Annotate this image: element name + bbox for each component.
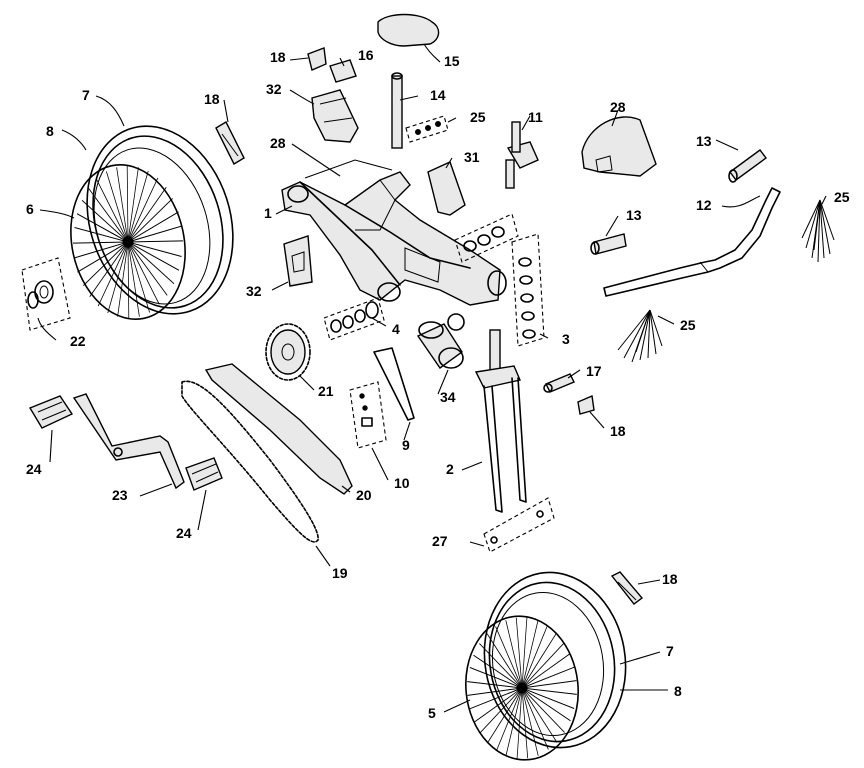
callout-20-chain-guard: 20 <box>356 487 372 503</box>
callout-18-reflector-front: 18 <box>204 91 220 107</box>
callout-12-handlebar: 12 <box>696 197 712 213</box>
seat-clamp <box>329 59 357 83</box>
callout-10-hardware-kit: 10 <box>394 475 410 491</box>
callout-9-crank-axle: 9 <box>402 437 410 453</box>
crank-arm <box>72 393 185 490</box>
callout-34-shell: 34 <box>440 389 456 405</box>
callout-labels: 7 8 6 22 18 32 18 16 15 14 25 11 28 31 2… <box>26 47 850 721</box>
callout-8-rear-tire: 8 <box>674 683 682 699</box>
callout-2-fork: 2 <box>446 461 454 477</box>
callout-24-pedal-left: 24 <box>26 461 42 477</box>
callout-28-frame-plate: 28 <box>270 135 286 151</box>
callout-32-bracket: 32 <box>246 283 262 299</box>
number-plate <box>581 116 657 177</box>
leader-lines <box>37 43 827 713</box>
reflector-bracket-top <box>307 47 327 71</box>
callout-18-reflector-rear: 18 <box>662 571 678 587</box>
rear-wheel-spoked <box>465 615 579 761</box>
headset-bearing-kit <box>511 233 545 347</box>
callout-17-bolt: 17 <box>586 363 602 379</box>
callout-8-front-tire: 8 <box>46 123 54 139</box>
rear-tire <box>483 571 627 749</box>
callout-13-grip-left: 13 <box>626 207 642 223</box>
reflector-fork <box>577 394 595 415</box>
callout-31-plate: 31 <box>464 149 480 165</box>
seat-post <box>391 72 403 149</box>
callout-14-seat-post: 14 <box>430 87 446 103</box>
bearing-cup <box>447 313 465 331</box>
frame-plate <box>427 161 466 216</box>
rear-wheel-assembly <box>461 571 627 767</box>
callout-11-stem: 11 <box>528 109 543 125</box>
callout-19-chain: 19 <box>332 565 348 581</box>
crank-axle <box>373 347 415 421</box>
pedal-left <box>28 395 74 429</box>
bolt-kit-upper <box>405 115 449 143</box>
clamp-bracket <box>283 235 313 287</box>
callout-25-tassel-right: 25 <box>834 189 850 205</box>
drive-chain <box>181 380 319 543</box>
callout-22-bearing-kit: 22 <box>70 333 86 349</box>
brake-bolt <box>543 373 575 393</box>
callout-23-crank-arm: 23 <box>112 487 128 503</box>
axle-nut-kit <box>483 497 555 553</box>
callout-24-pedal-right: 24 <box>176 525 192 541</box>
handlebar-tassel-right <box>801 199 835 263</box>
callout-7-front-rim: 7 <box>82 87 90 103</box>
callout-28-number-plate: 28 <box>610 99 626 115</box>
reflector-front <box>215 121 245 165</box>
handlebar-stem <box>505 121 539 189</box>
callout-3-headset-kit: 3 <box>562 331 570 347</box>
callout-7-rear-rim: 7 <box>666 643 674 659</box>
callout-18-reflector-top: 18 <box>270 49 286 65</box>
front-wheel-spoked <box>70 164 186 320</box>
pedal-right <box>185 457 223 491</box>
crank-hardware-kit <box>349 381 387 449</box>
handlebar-grip-right <box>728 149 767 183</box>
bicycle-seat <box>377 13 440 47</box>
front-hub <box>122 236 134 248</box>
handlebar <box>603 187 781 297</box>
axle-bearing-kit <box>21 257 71 331</box>
front-tire <box>86 125 234 315</box>
handlebar-grip-left <box>590 233 627 255</box>
seat-clamp-block <box>311 89 359 143</box>
callout-27-axle-nuts: 27 <box>432 533 448 549</box>
handlebar-tassel-left <box>617 309 663 363</box>
callout-6-front-wheel: 6 <box>26 201 34 217</box>
rear-rim-inner <box>491 591 605 737</box>
front-rim <box>92 135 224 309</box>
callout-16-seat-clamp: 16 <box>358 47 374 63</box>
callout-25-bolt-kit: 25 <box>470 109 486 125</box>
rear-hub <box>516 682 528 694</box>
callout-13-grip-right: 13 <box>696 133 712 149</box>
bottom-bracket-kit <box>323 297 385 341</box>
bicycle-frame <box>281 159 507 306</box>
front-fork <box>474 329 527 513</box>
callout-1-frame: 1 <box>264 205 272 221</box>
frame-bearing-kit <box>454 213 519 263</box>
bottom-bracket-shell <box>416 321 464 369</box>
callout-15-seat: 15 <box>444 53 460 69</box>
callout-25-tassel-left: 25 <box>680 317 696 333</box>
callout-5-rear-wheel: 5 <box>428 705 436 721</box>
chainring <box>265 323 311 381</box>
callout-32-clamp-block: 32 <box>266 81 282 97</box>
front-wheel-assembly <box>62 125 234 334</box>
callout-4-bottom-bracket-kit: 4 <box>392 321 400 337</box>
callout-21-chainring: 21 <box>318 383 334 399</box>
reflector-rear <box>610 571 644 605</box>
rear-rim <box>488 581 616 743</box>
callout-18-reflector-fork: 18 <box>610 423 626 439</box>
